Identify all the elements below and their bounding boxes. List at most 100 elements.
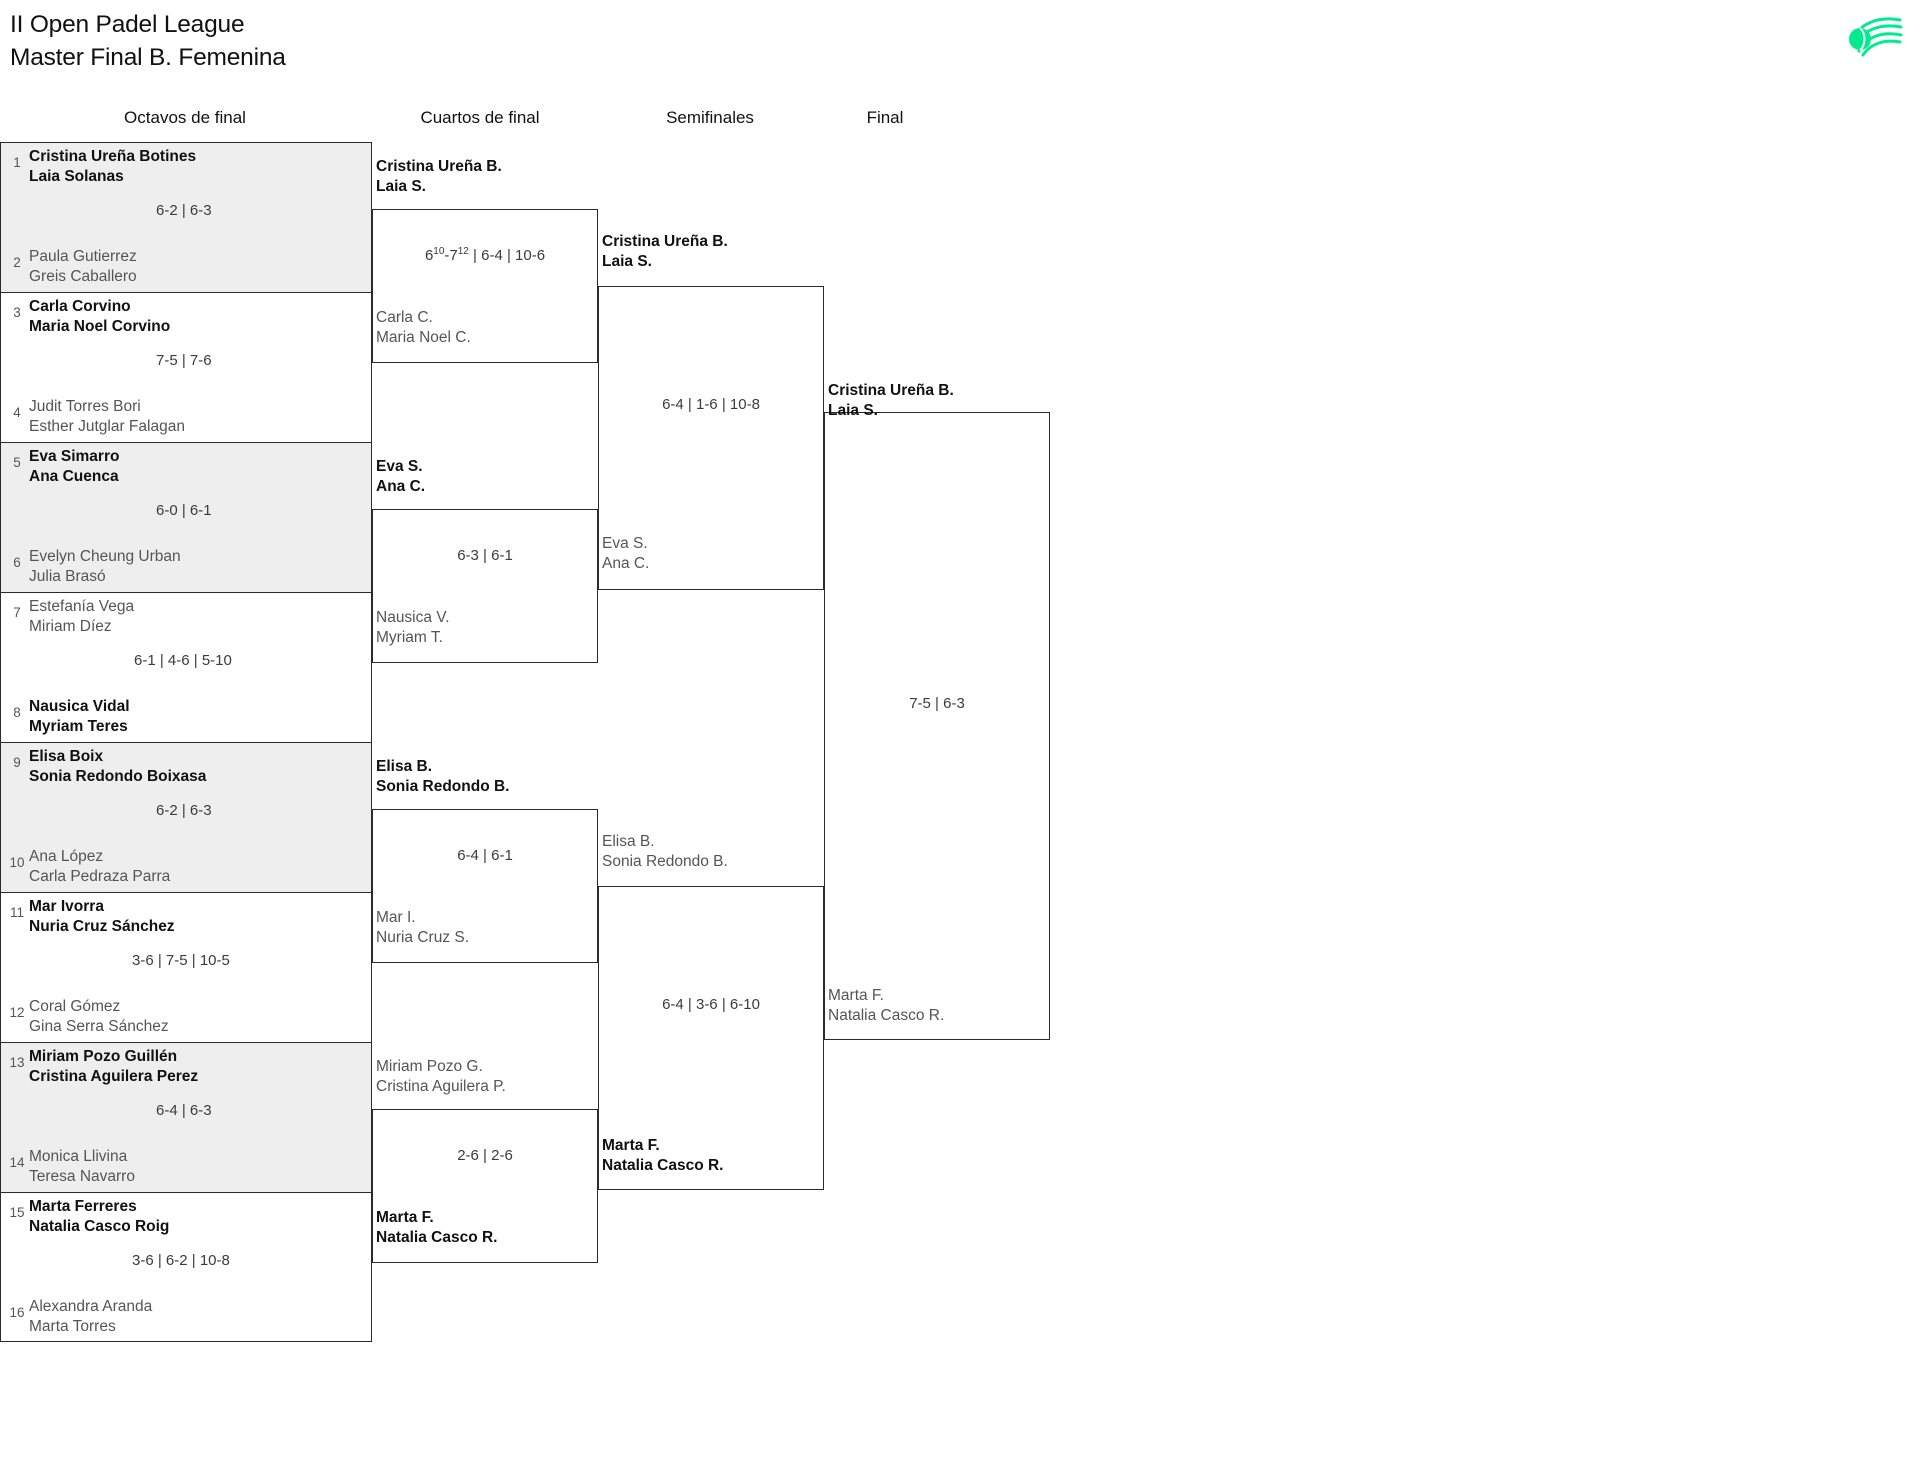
bracket-slot[interactable]: 15 Marta Ferreres Natalia Casco Roig 3-6… [0,1192,372,1342]
player-name: Maria Noel Corvino [29,317,171,335]
player-name: Natalia Casco Roig [29,1217,170,1235]
team-names: Cristina Ureña B. Laia S. [376,157,502,196]
player-name: Miriam Díez [29,617,112,635]
seed-number: 5 [13,455,21,470]
player-name: Mar Ivorra [29,898,104,915]
player-name: Marta F. [828,987,884,1004]
player-name: Nuria Cruz Sánchez [29,917,175,935]
player-name: Nausica V. [376,609,450,626]
match-score: 6-2 | 6-3 [156,202,212,219]
player-name: Ana Cuenca [29,467,119,485]
bracket-match-box[interactable] [598,286,824,590]
team-names: Cristina Ureña Botines Laia Solanas [29,147,196,186]
player-name: Coral Gómez [29,998,121,1015]
player-name: Sonia Redondo Boixasa [29,767,207,785]
page-header: II Open Padel League Master Final B. Fem… [10,8,1910,78]
team-names: Marta F. Natalia Casco R. [602,1136,723,1175]
score-tiebreak-1: 10 [433,246,445,257]
player-name: Miriam Pozo Guillén [29,1048,178,1065]
player-name: Nuria Cruz S. [376,928,470,946]
bracket-slot[interactable]: 11 Mar Ivorra Nuria Cruz Sánchez 3-6 | 7… [0,892,372,1042]
player-name: Laia S. [828,401,878,419]
player-name: Greis Caballero [29,267,137,285]
team-names: Coral Gómez Gina Serra Sánchez [29,997,169,1036]
player-name: Mar I. [376,909,416,926]
match-score: 610-712 | 6-4 | 10-6 [372,246,598,265]
player-name: Ana López [29,848,104,865]
team-names: Judit Torres Bori Esther Jutglar Falagan [29,397,185,436]
team-names: Nausica Vidal Myriam Teres [29,697,130,736]
player-name: Marta F. [376,1209,434,1226]
seed-number: 12 [9,1005,25,1020]
player-name: Sonia Redondo B. [376,777,510,795]
bracket-match-box[interactable] [372,809,598,963]
bracket-match-box[interactable] [372,509,598,663]
seed-number: 11 [9,905,24,920]
player-name: Cristina Ureña B. [828,382,954,399]
player-name: Natalia Casco R. [828,1006,945,1024]
seed-number: 10 [9,855,25,870]
player-name: Paula Gutierrez [29,248,137,265]
team-names: Monica Llivina Teresa Navarro [29,1147,135,1186]
team-names: Mar I. Nuria Cruz S. [376,908,469,947]
player-name: Natalia Casco R. [602,1156,724,1174]
bracket-slot[interactable]: 7 Estefanía Vega Miriam Díez 6-1 | 4-6 |… [0,592,372,742]
team-names: Elisa B. Sonia Redondo B. [376,757,509,796]
player-name: Teresa Navarro [29,1167,135,1185]
player-name: Elisa B. [376,758,432,775]
bracket-match-box[interactable] [824,412,1050,1040]
team-names: Estefanía Vega Miriam Díez [29,597,134,636]
player-name: Marta Torres [29,1317,116,1335]
bracket-match-box[interactable] [372,209,598,363]
player-name: Laia S. [602,252,652,270]
bracket-slot[interactable]: 1 Cristina Ureña Botines Laia Solanas 6-… [0,142,372,292]
seed-number: 13 [9,1055,25,1070]
seed-number: 2 [13,255,21,270]
team-names: Paula Gutierrez Greis Caballero [29,247,137,286]
team-names: Eva S. Ana C. [602,534,649,573]
team-names: Marta F. Natalia Casco R. [828,986,944,1025]
team-names: Marta Ferreres Natalia Casco Roig [29,1197,169,1236]
match-score: 6-1 | 4-6 | 5-10 [134,652,232,669]
player-name: Sonia Redondo B. [602,852,728,870]
bracket-slot[interactable]: 13 Miriam Pozo Guillén Cristina Aguilera… [0,1042,372,1192]
team-names: Mar Ivorra Nuria Cruz Sánchez [29,897,175,936]
page-title-line1: II Open Padel League [10,11,245,38]
score-games-prefix: 6 [424,247,434,264]
player-name: Alexandra Aranda [29,1298,153,1315]
player-name: Marta Ferreres [29,1198,137,1215]
player-name: Estefanía Vega [29,598,135,615]
page-title-line2: Master Final B. Femenina [10,44,286,71]
round-heading-final: Final [866,108,904,127]
team-names: Carla C. Maria Noel C. [376,308,471,347]
seed-number: 9 [13,755,21,770]
player-name: Nausica Vidal [29,698,130,715]
player-name: Judit Torres Bori [29,398,141,415]
player-name: Myriam T. [376,628,443,646]
player-name: Gina Serra Sánchez [29,1017,169,1035]
player-name: Evelyn Cheung Urban [29,548,181,565]
player-name: Myriam Teres [29,717,128,735]
player-name: Laia S. [376,177,426,195]
round-heading-octavos: Octavos de final [124,108,246,127]
match-score: 3-6 | 6-2 | 10-8 [132,1252,230,1269]
bracket-slot[interactable]: 5 Eva Simarro Ana Cuenca 6-0 | 6-1 6 Eve… [0,442,372,592]
player-name: Cristina Ureña Botines [29,148,197,165]
player-name: Carla Corvino [29,298,131,315]
player-name: Monica Llivina [29,1148,128,1165]
team-names: Cristina Ureña B. Laia S. [828,381,954,420]
bracket-slot[interactable]: 3 Carla Corvino Maria Noel Corvino 7-5 |… [0,292,372,442]
match-score: 3-6 | 7-5 | 10-5 [132,952,230,969]
team-names: Carla Corvino Maria Noel Corvino [29,297,170,336]
bracket-match-box[interactable] [598,886,824,1190]
bracket-match-box[interactable] [372,1109,598,1263]
player-name: Esther Jutglar Falagan [29,417,185,435]
player-name: Maria Noel C. [376,328,471,346]
match-score: 6-4 | 6-3 [156,1102,212,1119]
team-names: Elisa Boix Sonia Redondo Boixasa [29,747,206,786]
player-name: Eva S. [602,535,648,552]
player-name: Carla C. [376,309,433,326]
match-score: 6-0 | 6-1 [156,502,212,519]
bracket-slot[interactable]: 9 Elisa Boix Sonia Redondo Boixasa 6-2 |… [0,742,372,892]
